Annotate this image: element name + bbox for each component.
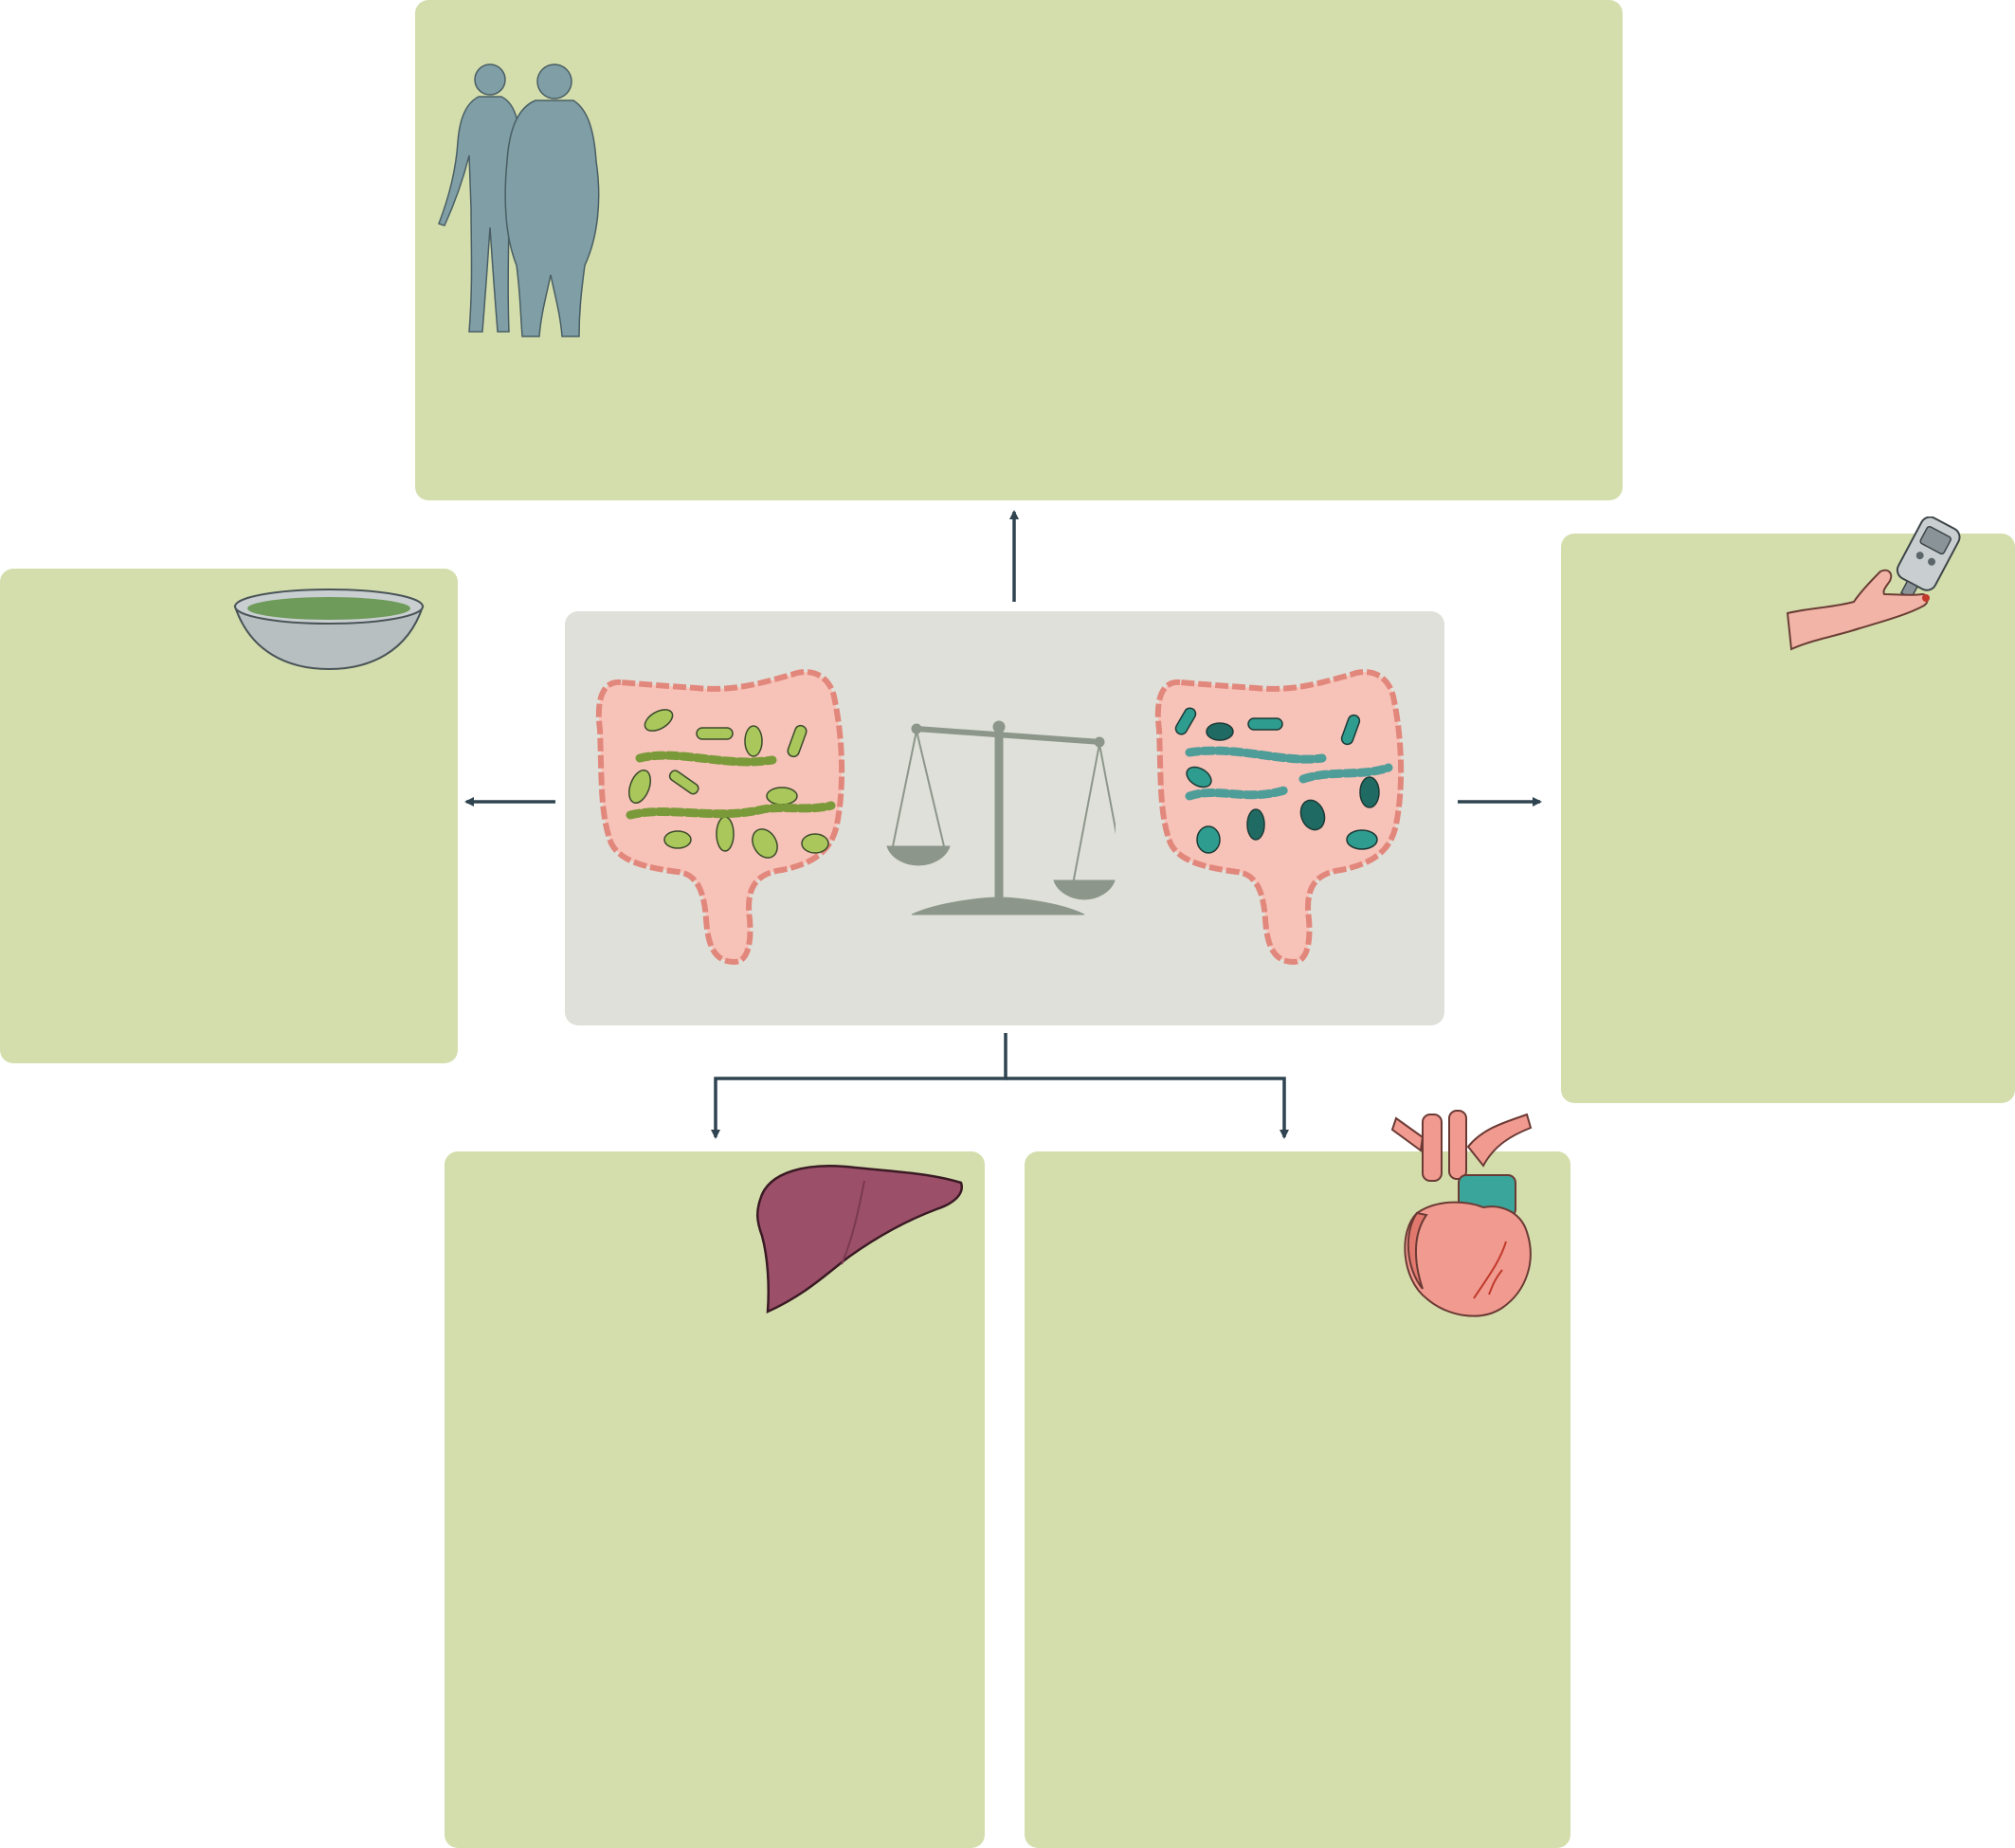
panel-bottom-left-liver [445,1151,985,1848]
arrow-down-branch-right [1006,1077,1289,1139]
panel-right-diabetes [1561,534,2015,1103]
liver-icon [756,1165,964,1314]
dysbiotic-gut-microbiota-icon [1154,669,1405,966]
balance-scale-icon [886,720,1116,915]
panel-top-obesity [415,0,1623,500]
healthy-gut-microbiota-icon [595,669,845,966]
bowl-icon [233,589,425,671]
arrow-down-branch [711,1033,1008,1139]
heart-icon [1390,1110,1533,1317]
human-silhouettes-icon [438,63,600,337]
glucose-meter-icon [1786,516,1961,651]
